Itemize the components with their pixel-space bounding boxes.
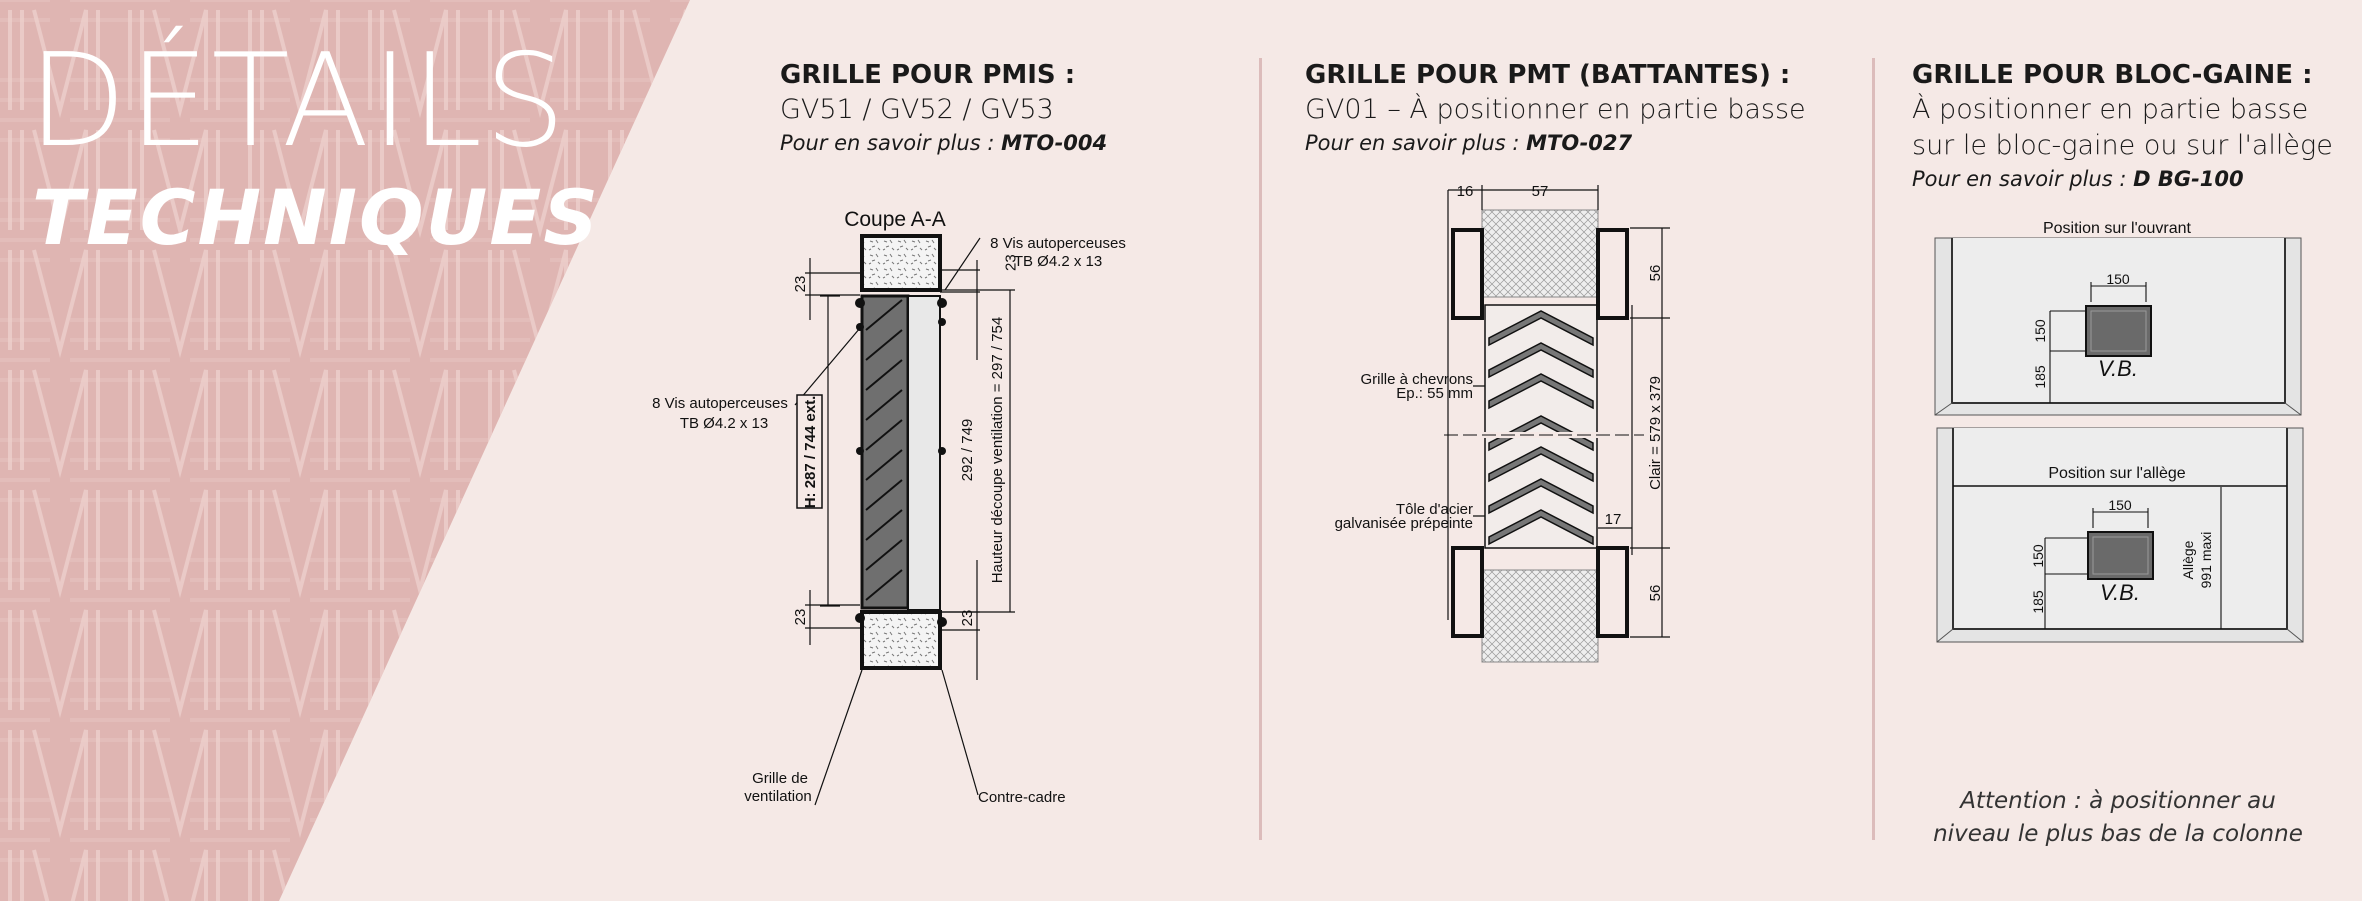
screws-spec: TB Ø4.2 x 13 [1014,253,1102,270]
attention-line: Attention : à positionner au [1960,788,2276,814]
dim-height: H: 287 / 744 ext. [802,396,819,509]
dim-bottom: 185 [2032,365,2048,389]
column-pmis: GRILLE POUR PMIS : GV51 / GV52 / GV53 Po… [780,58,1107,158]
column-subtitle: À positionner en partie basse [1912,94,2309,125]
tole-label: galvanisée prépeinte [1335,515,1473,532]
column-bloc-gaine: GRILLE POUR BLOC-GAINE : À positionner e… [1912,58,2333,194]
position-ouvrant-title: Position sur l'ouvrant [2043,220,2192,237]
vb-label: V.B. [2100,580,2140,605]
position-allege-title: Position sur l'allège [2048,465,2185,482]
grille-label: Grille de [752,770,808,787]
more-info-prefix: Pour en savoir plus : [780,131,1002,155]
column-title: GRILLE POUR BLOC-GAINE : [1912,60,2313,90]
more-info-prefix: Pour en savoir plus : [1305,131,1527,155]
column-subtitle: sur le bloc-gaine ou sur l'allège [1912,130,2333,161]
attention-note: Attention : à positionner au niveau le p… [1900,785,2336,851]
allege-label: Allège [2180,540,2196,579]
dim-top-right: 23 [1003,254,1020,271]
dim-bottom-left: 23 [792,609,809,626]
vb-label: V.B. [2098,356,2138,381]
dim-56-bottom: 56 [1647,585,1664,602]
section-title: Coupe A-A [844,208,946,231]
bloc-gaine-drawings [1934,237,2304,643]
more-info: Pour en savoir plus : MTO-027 [1305,128,1806,158]
dim-56-top: 56 [1647,265,1664,282]
attention-line: niveau le plus bas de la colonne [1933,821,2303,847]
column-pmt: GRILLE POUR PMT (BATTANTES) : GV01 – À p… [1305,58,1806,158]
dim-width: 150 [2108,497,2132,513]
more-info-ref: MTO-027 [1526,131,1633,155]
dim-width: 150 [2106,271,2130,287]
chevrons-thickness: Ep.: 55 mm [1396,385,1473,402]
allege-max: 991 maxi [2198,532,2214,589]
dim-height: 150 [2032,319,2048,343]
column-title: GRILLE POUR PMT (BATTANTES) : [1305,60,1791,90]
dim-bottom: 185 [2030,590,2046,614]
chevrons-label: Grille à chevrons [1360,371,1473,388]
column-subtitle: GV51 / GV52 / GV53 [780,94,1054,125]
more-info-prefix: Pour en savoir plus : [1912,167,2134,191]
pmis-section-drawing [794,234,1015,806]
banner-title: DÉTAILS [28,27,568,176]
pmt-section-drawing [1444,185,1670,663]
tole-label: Tôle d'acier [1396,501,1473,518]
dim-bottom-right: 23 [959,610,976,627]
more-info-ref: D BG-100 [2133,167,2244,191]
more-info: Pour en savoir plus : D BG-100 [1912,164,2333,194]
grille-label: ventilation [744,788,812,805]
screws-spec: TB Ø4.2 x 13 [680,415,768,432]
dim-17: 17 [1605,511,1622,528]
more-info-ref: MTO-004 [1001,131,1108,155]
column-divider [1259,58,1262,840]
dim-clair: Clair = 579 x 379 [1647,376,1664,490]
dim-mid: 292 / 749 [959,419,976,482]
banner-subtitle: TECHNIQUES [32,173,600,262]
column-divider [1872,58,1875,840]
dim-height: 150 [2030,544,2046,568]
dim-cut-height: Hauteur découpe ventilation = 297 / 754 [989,317,1006,583]
screws-label: 8 Vis autoperceuses [652,395,788,412]
dim-16: 16 [1457,183,1474,200]
dim-top-left: 23 [792,276,809,293]
column-subtitle: GV01 – À positionner en partie basse [1305,94,1806,125]
screws-label: 8 Vis autoperceuses [990,235,1126,252]
contre-cadre-label: Contre-cadre [978,789,1066,806]
dim-57: 57 [1532,183,1549,200]
more-info: Pour en savoir plus : MTO-004 [780,128,1107,158]
column-title: GRILLE POUR PMIS : [780,60,1076,90]
